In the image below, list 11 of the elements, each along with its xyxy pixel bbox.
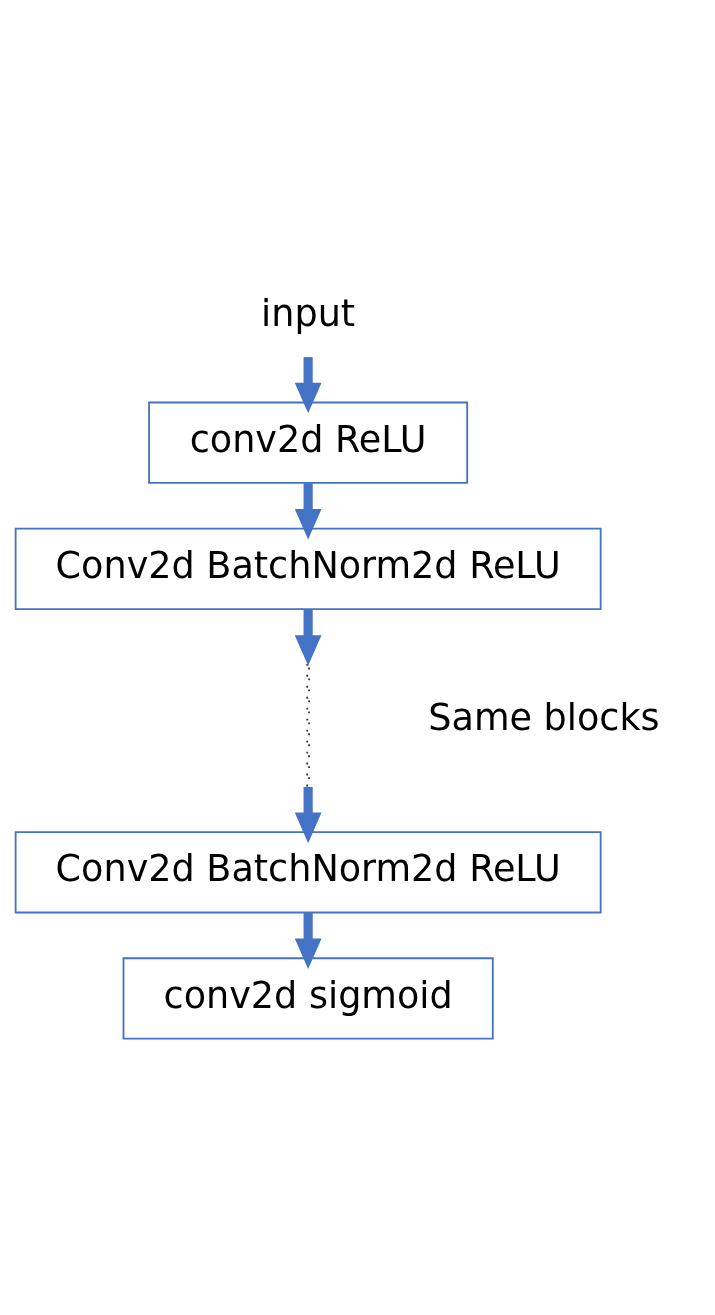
- arrow: [294, 609, 322, 666]
- node-box: conv2d ReLU: [148, 401, 469, 484]
- node-box: Conv2d BatchNorm2d ReLU: [14, 527, 602, 610]
- node-text: input: [261, 291, 356, 335]
- label: Same blocks: [428, 695, 660, 739]
- arrow: [294, 483, 322, 540]
- arrow: [294, 357, 322, 414]
- node-box: Conv2d BatchNorm2d ReLU: [14, 831, 602, 914]
- node-box: conv2d sigmoid: [122, 957, 494, 1040]
- arrow: [294, 786, 322, 844]
- arrow: [294, 912, 322, 970]
